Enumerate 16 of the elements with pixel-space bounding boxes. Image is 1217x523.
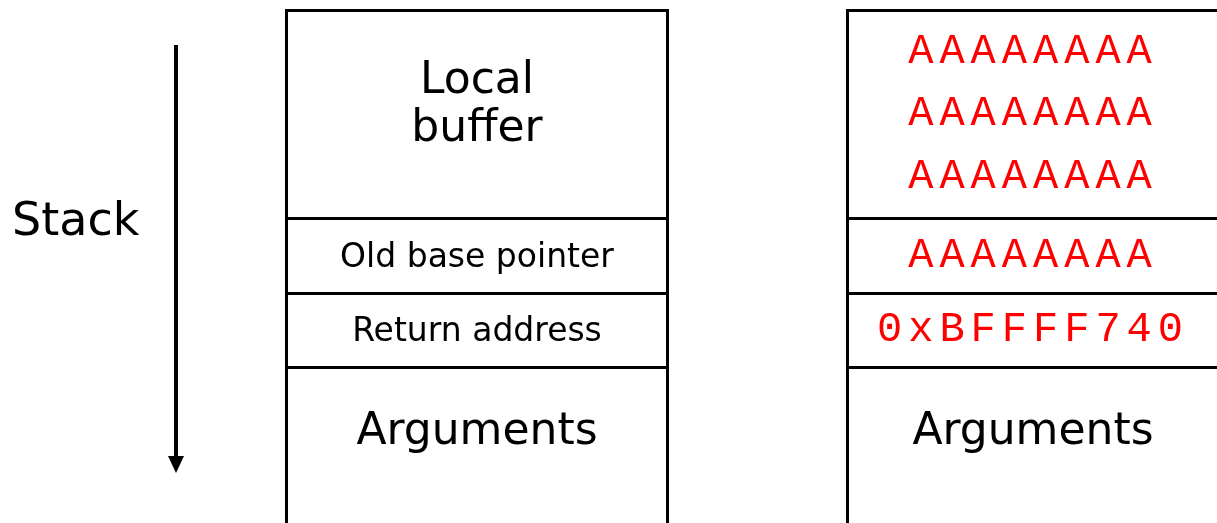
memory-cell — [846, 9, 1217, 220]
cell-text: Arguments — [912, 405, 1154, 454]
cell-text: AAAAAAAA — [908, 91, 1158, 138]
memory-cell — [285, 292, 669, 369]
cell-text: AAAAAAAA — [908, 232, 1158, 280]
axis-label: Stack — [12, 192, 140, 246]
cell-text: Return address — [352, 312, 602, 349]
memory-cell — [285, 217, 669, 295]
cell-text: AAAAAAAA — [908, 29, 1158, 76]
cell-text: Local buffer — [410, 54, 544, 151]
memory-cell — [285, 9, 669, 220]
cell-text: Old base pointer — [340, 237, 614, 275]
memory-cell — [285, 366, 669, 523]
cell-text: Arguments — [356, 405, 598, 454]
cell-text: AAAAAAAA — [908, 153, 1158, 200]
cell-text: 0xBFFFF740 — [876, 307, 1189, 354]
